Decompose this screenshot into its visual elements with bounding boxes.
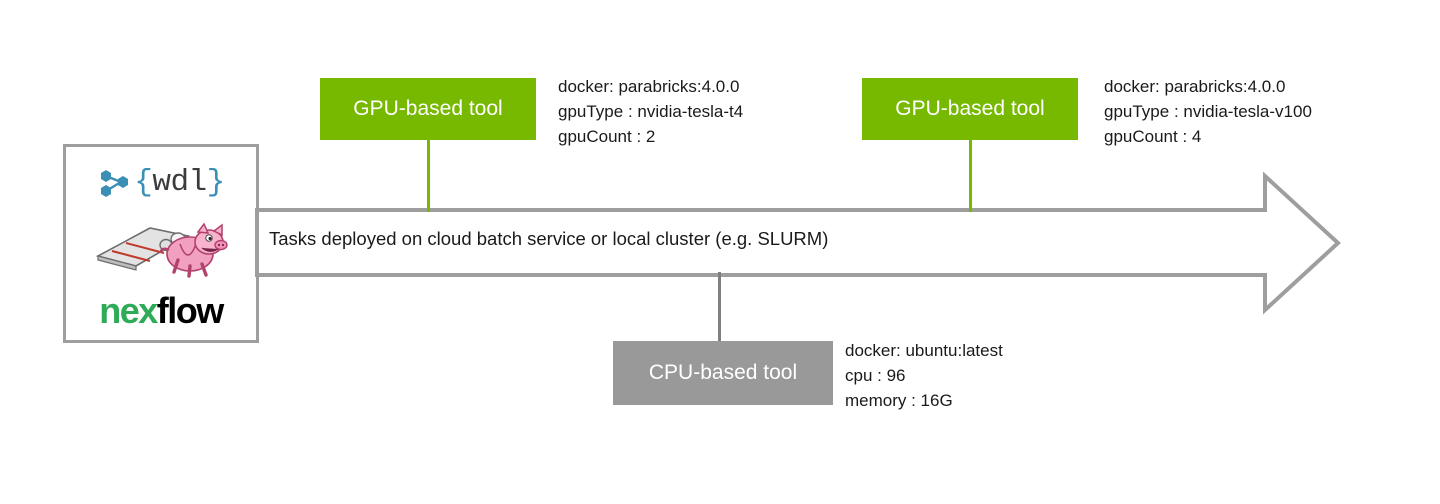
cromwell-pig-logo — [95, 222, 228, 278]
spec-gpu-1: docker: parabricks:4.0.0 gpuType : nvidi… — [558, 75, 743, 150]
wdl-logo-text: {wdl} — [134, 165, 225, 200]
spec-gpu-2-line-2: gpuType : nvidia-tesla-v100 — [1104, 101, 1312, 121]
nextflow-logo: nexflow — [99, 289, 224, 331]
spec-cpu-1: docker: ubuntu:latest cpu : 96 memory : … — [845, 339, 1003, 414]
spec-gpu-1-line-2: gpuType : nvidia-tesla-t4 — [558, 101, 744, 121]
spec-cpu-1-line-2: cpu : 96 — [845, 365, 906, 385]
spec-gpu-2: docker: parabricks:4.0.0 gpuType : nvidi… — [1104, 75, 1312, 150]
tool-box-gpu-1[interactable]: GPU-based tool — [320, 78, 536, 140]
arrow-caption: Tasks deployed on cloud batch service or… — [269, 228, 829, 249]
connector-cpu-1 — [718, 272, 721, 342]
wdl-logo: {wdl} — [97, 161, 225, 205]
tool-box-cpu-1[interactable]: CPU-based tool — [613, 341, 833, 405]
connector-gpu-1 — [427, 140, 430, 212]
spec-cpu-1-line-1: docker: ubuntu:latest — [845, 341, 1003, 360]
nextflow-logo-green: nex — [99, 289, 158, 331]
spec-gpu-1-line-1: docker: parabricks:4.0.0 — [558, 77, 740, 96]
deployment-arrow — [255, 171, 1341, 315]
nextflow-logo-black: flow — [156, 289, 224, 331]
wdl-node-graph-icon — [101, 169, 129, 197]
spec-gpu-2-line-1: docker: parabricks:4.0.0 — [1104, 77, 1286, 96]
connector-gpu-2 — [969, 140, 972, 212]
tool-box-gpu-2[interactable]: GPU-based tool — [862, 78, 1078, 140]
spec-gpu-1-line-3: gpuCount : 2 — [558, 126, 656, 146]
workflow-engine-box: {wdl} — [63, 144, 259, 343]
spec-gpu-2-line-3: gpuCount : 4 — [1104, 126, 1202, 146]
spec-cpu-1-line-3: memory : 16G — [845, 390, 953, 410]
